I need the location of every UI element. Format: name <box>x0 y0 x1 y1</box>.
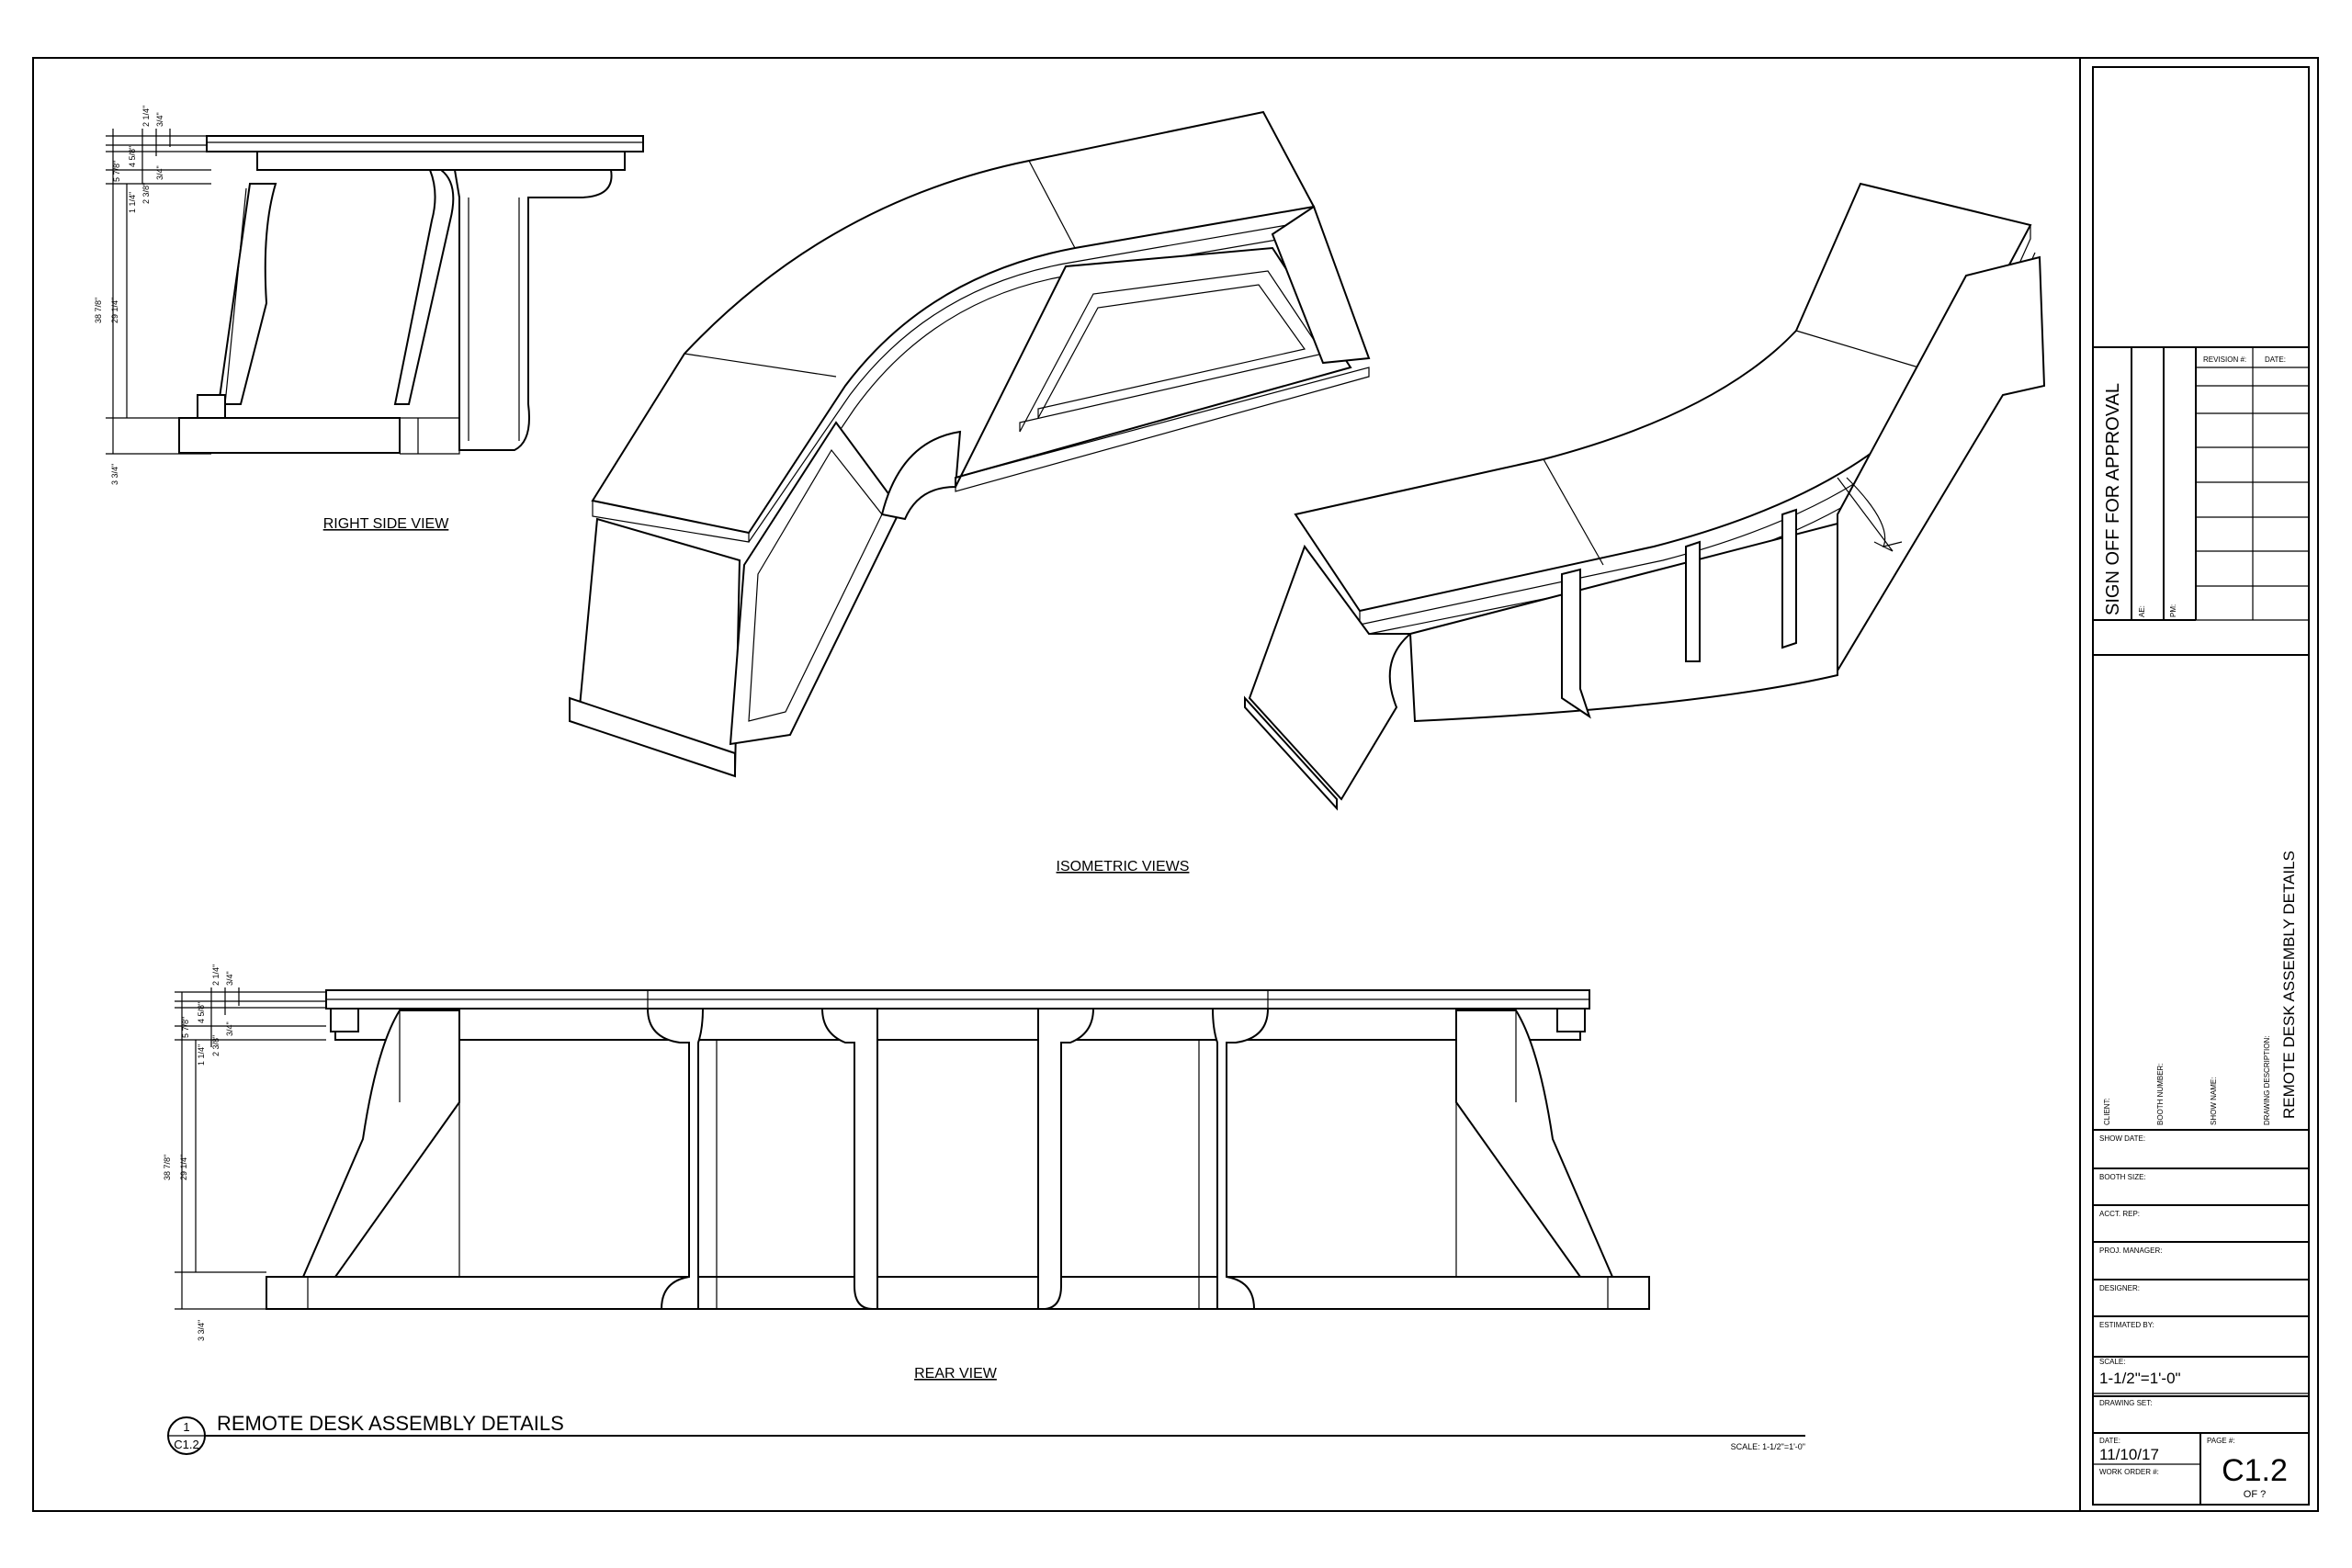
dim-3-3-4: 3 3/4" <box>110 464 119 485</box>
revision-label: REVISION #: <box>2203 355 2246 364</box>
iso-rear-right-end <box>1837 255 2046 674</box>
rear-dim-1-1-4: 1 1/4" <box>197 1044 206 1066</box>
rear-post-4 <box>1211 1008 1270 1310</box>
dim-1-1-4: 1 1/4" <box>128 192 137 213</box>
isometric-view-rear <box>1244 182 2046 811</box>
drawing-description: REMOTE DESK ASSEMBLY DETAILS <box>2280 851 2298 1119</box>
dim-3-4-top: 3/4" <box>155 112 164 127</box>
ae-label: AE: <box>2138 605 2146 617</box>
rear-apron <box>334 1008 1581 1041</box>
dim-29-1-4: 29 1/4" <box>110 298 119 323</box>
side-left-leg <box>217 183 277 405</box>
side-rear-panel <box>453 169 613 451</box>
title-block: SIGN OFF FOR APPROVAL AE: PM: REVISION #… <box>2092 66 2310 1506</box>
page-value: C1.2 <box>2222 1453 2288 1488</box>
date-label: DATE: <box>2099 1437 2120 1445</box>
rear-dim-4-5-8: 4 5/8" <box>197 1002 206 1023</box>
detail-sheet: C1.2 <box>174 1438 198 1451</box>
detail-number: 1 <box>183 1420 189 1434</box>
rear-dim-3-4-top: 3/4" <box>225 971 234 986</box>
date-value: 11/10/17 <box>2099 1446 2159 1463</box>
page-of: OF ? <box>2244 1489 2266 1500</box>
rear-dim-3-4-mid: 3/4" <box>225 1021 234 1036</box>
right-side-dimensions <box>106 129 211 455</box>
detail-title: 1 C1.2 REMOTE DESK ASSEMBLY DETAILS SCAL… <box>167 1412 1805 1455</box>
booth-number-label: BOOTH NUMBER: <box>2156 1063 2165 1125</box>
isometric-view-front <box>569 110 1371 778</box>
isometric-views-label: ISOMETRIC VIEWS <box>1057 859 1190 874</box>
revision-grid <box>2195 347 2309 621</box>
side-right-bracket <box>393 169 455 405</box>
designer-label: DESIGNER: <box>2099 1284 2140 1292</box>
dim-2-1-4: 2 1/4" <box>141 106 151 127</box>
proj-manager-label: PROJ. MANAGER: <box>2099 1247 2162 1255</box>
show-name-label: SHOW NAME: <box>2210 1077 2218 1125</box>
rear-dim-3-3-4: 3 3/4" <box>197 1320 206 1341</box>
scale-value: 1-1/2"=1'-0" <box>2099 1370 2181 1387</box>
iso-rear-back-panel <box>1408 522 1838 723</box>
side-countertop <box>206 135 644 152</box>
dim-2-3-8: 2 3/8" <box>141 183 151 204</box>
work-order-label: WORK ORDER #: <box>2099 1468 2159 1476</box>
rear-dim-2-1-4: 2 1/4" <box>211 964 220 986</box>
rear-view-label: REAR VIEW <box>914 1366 998 1382</box>
page-label: PAGE #: <box>2207 1437 2235 1445</box>
detail-title-text: REMOTE DESK ASSEMBLY DETAILS <box>217 1412 564 1435</box>
acct-rep-label: ACCT. REP: <box>2099 1210 2140 1218</box>
rear-dim-2-3-8: 2 3/8" <box>211 1035 220 1056</box>
right-side-view: 2 1/4" 3/4" 5 7/8" 4 5/8" 3/4" 1 1/4" 2 … <box>94 106 644 485</box>
iso-front-left-panel <box>729 421 902 746</box>
rear-left-leg <box>301 1010 460 1278</box>
right-side-view-label: RIGHT SIDE VIEW <box>323 516 450 532</box>
drawing-set-label: DRAWING SET: <box>2099 1399 2152 1407</box>
rear-dimensions <box>175 987 326 1310</box>
dim-3-4-mid: 3/4" <box>155 165 164 180</box>
rear-right-leg <box>1455 1010 1614 1278</box>
rear-base <box>266 1276 1650 1310</box>
rear-view: 2 1/4" 3/4" 5 7/8" 4 5/8" 3/4" 1 1/4" 2 … <box>163 964 1650 1341</box>
revision-date-label: DATE: <box>2265 355 2286 364</box>
rear-dim-38-7-8: 38 7/8" <box>163 1155 172 1180</box>
dim-38-7-8: 38 7/8" <box>94 298 103 323</box>
sheet-border <box>32 57 2319 1512</box>
drawing-description-label: DRAWING DESCRIPTION: <box>2263 1036 2271 1125</box>
show-date-label: SHOW DATE: <box>2099 1134 2145 1143</box>
detail-scale: SCALE: 1-1/2"=1'-0" <box>1731 1442 1805 1451</box>
estimated-by-label: ESTIMATED BY: <box>2099 1321 2154 1329</box>
scale-label: SCALE: <box>2099 1358 2125 1366</box>
rear-post-2 <box>820 1008 878 1310</box>
rear-post-3 <box>1037 1008 1095 1310</box>
rear-dim-5-7-8: 5 7/8" <box>181 1017 190 1038</box>
dim-4-5-8: 4 5/8" <box>128 146 137 167</box>
side-base <box>178 417 401 454</box>
side-apron <box>256 151 626 171</box>
client-label: CLIENT: <box>2103 1098 2111 1125</box>
booth-size-label: BOOTH SIZE: <box>2099 1173 2146 1181</box>
sign-off-text: SIGN OFF FOR APPROVAL <box>2103 383 2123 615</box>
rear-post-1 <box>646 1008 705 1310</box>
rear-dim-29-1-4: 29 1/4" <box>179 1155 188 1180</box>
dim-5-7-8: 5 7/8" <box>112 161 121 182</box>
pm-label: PM: <box>2169 604 2177 617</box>
